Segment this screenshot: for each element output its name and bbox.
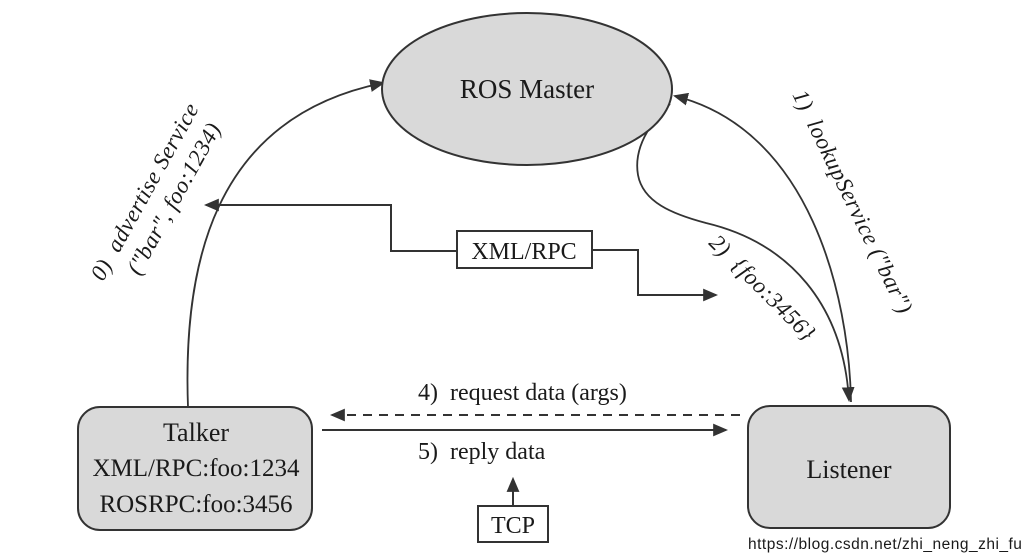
ros-master-label: ROS Master	[460, 74, 594, 104]
listener-label: Listener	[806, 455, 892, 484]
label-request: 4) request data (args)	[418, 380, 627, 406]
label-reply: 5) reply data	[418, 439, 546, 465]
xmlrpc-label: XML/RPC	[471, 239, 576, 265]
label-response: 2) {foo:3456}	[704, 230, 820, 346]
edge-lookup-curve	[672, 92, 852, 403]
tcp-label: TCP	[491, 513, 535, 539]
ros-master-ellipse	[381, 12, 673, 166]
watermark: https://blog.csdn.net/zhi_neng_zhi_fu	[748, 536, 1022, 553]
talker-title: Talker	[163, 418, 229, 447]
edge-response-curve	[636, 103, 855, 403]
label-advertise: 0) advertise Service ("bar", foo:1234)	[86, 98, 226, 284]
xmlrpc-box	[456, 230, 593, 269]
talker-xmlrpc-line: XML/RPC:foo:1234	[93, 455, 300, 482]
tcp-box	[477, 505, 549, 543]
talker-rosrpc-line: ROSRPC:foo:3456	[99, 491, 292, 518]
xmlrpc-callout-left	[203, 198, 457, 252]
xmlrpc-callout-right	[592, 249, 719, 302]
listener-node	[747, 405, 951, 529]
talker-node	[77, 406, 313, 531]
